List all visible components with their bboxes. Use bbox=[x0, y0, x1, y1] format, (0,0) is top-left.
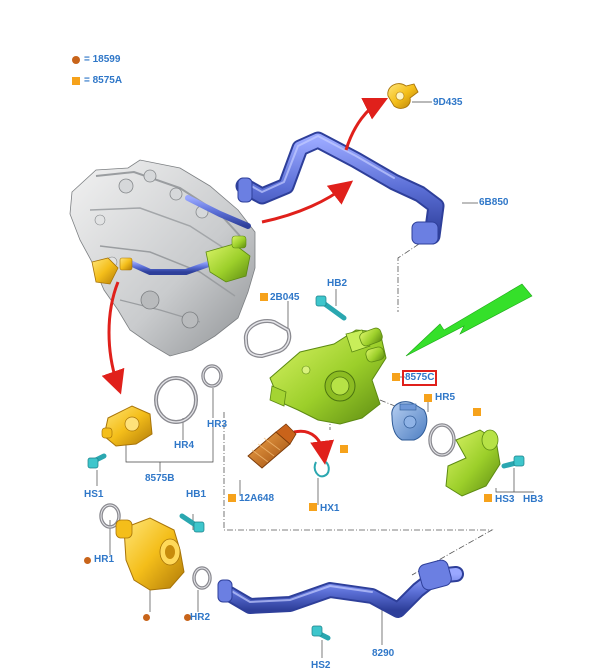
thermostat-cap bbox=[391, 401, 428, 441]
square-marker bbox=[392, 373, 400, 381]
legend-circle-marker bbox=[72, 55, 80, 64]
label-hr3: HR3 bbox=[207, 419, 228, 430]
legend-equals: = bbox=[84, 54, 93, 65]
label-12a648: 12A648 bbox=[239, 493, 275, 504]
legend-square-ref: 8575A bbox=[92, 75, 123, 86]
square-marker bbox=[340, 445, 348, 453]
bolt-hb2 bbox=[315, 295, 347, 321]
label-6b850: 6B850 bbox=[479, 197, 509, 208]
label-8575c-highlighted: 8575C bbox=[402, 370, 438, 386]
label-hb2: HB2 bbox=[327, 278, 348, 289]
label-hx1: HX1 bbox=[320, 503, 340, 514]
red-arrow-to-hose bbox=[261, 180, 354, 224]
square-marker bbox=[424, 394, 432, 402]
label-9d435: 9D435 bbox=[433, 97, 463, 108]
red-arrow-to-clip bbox=[344, 97, 389, 151]
thermostat-housing bbox=[269, 327, 387, 425]
circle-marker bbox=[143, 614, 150, 621]
label-hs1: HS1 bbox=[84, 489, 104, 500]
legend-square-marker bbox=[72, 76, 80, 85]
square-marker bbox=[228, 494, 236, 502]
label-hb1: HB1 bbox=[186, 489, 207, 500]
coolant-hose-6b850 bbox=[235, 131, 445, 245]
label-8575b: 8575B bbox=[145, 473, 175, 484]
label-hs2: HS2 bbox=[311, 660, 331, 671]
bolt-hb1 bbox=[179, 513, 205, 533]
label-8290: 8290 bbox=[372, 648, 395, 659]
bolt-hs1 bbox=[87, 453, 107, 469]
bypass-housing bbox=[115, 517, 185, 591]
connector-clip-hx1 bbox=[313, 461, 330, 478]
label-hr5: HR5 bbox=[435, 392, 456, 403]
temperature-sensor-12a648 bbox=[247, 423, 297, 469]
label-2b045: 2B045 bbox=[270, 292, 300, 303]
coolant-outlet-elbow bbox=[445, 429, 501, 497]
engine-block bbox=[69, 159, 256, 357]
circle-marker bbox=[84, 557, 91, 564]
bolt-hs3 bbox=[501, 455, 525, 469]
square-marker bbox=[260, 293, 268, 301]
clip-9d435 bbox=[387, 83, 419, 109]
legend-square-row: = 8575A bbox=[72, 75, 122, 86]
label-hr4: HR4 bbox=[174, 440, 195, 451]
label-hr2: HR2 bbox=[190, 612, 211, 623]
label-hr1: HR1 bbox=[94, 554, 115, 565]
coolant-housing-8575b bbox=[101, 405, 153, 447]
legend-circle-row: = 18599 bbox=[72, 54, 120, 65]
square-marker bbox=[309, 503, 317, 511]
coolant-hose-8290 bbox=[217, 559, 464, 618]
legend-equals: = bbox=[84, 75, 93, 86]
red-arrow-to-housing bbox=[101, 281, 125, 395]
square-marker bbox=[484, 494, 492, 502]
square-marker bbox=[473, 408, 481, 416]
circle-marker bbox=[184, 614, 191, 621]
legend-circle-ref: 18599 bbox=[92, 54, 121, 65]
label-hs3: HS3 bbox=[495, 494, 515, 505]
label-hb3: HB3 bbox=[523, 494, 544, 505]
red-arrow-to-connector bbox=[293, 429, 335, 465]
bolt-hs2 bbox=[311, 625, 331, 641]
green-pointer-arrow bbox=[405, 283, 533, 357]
